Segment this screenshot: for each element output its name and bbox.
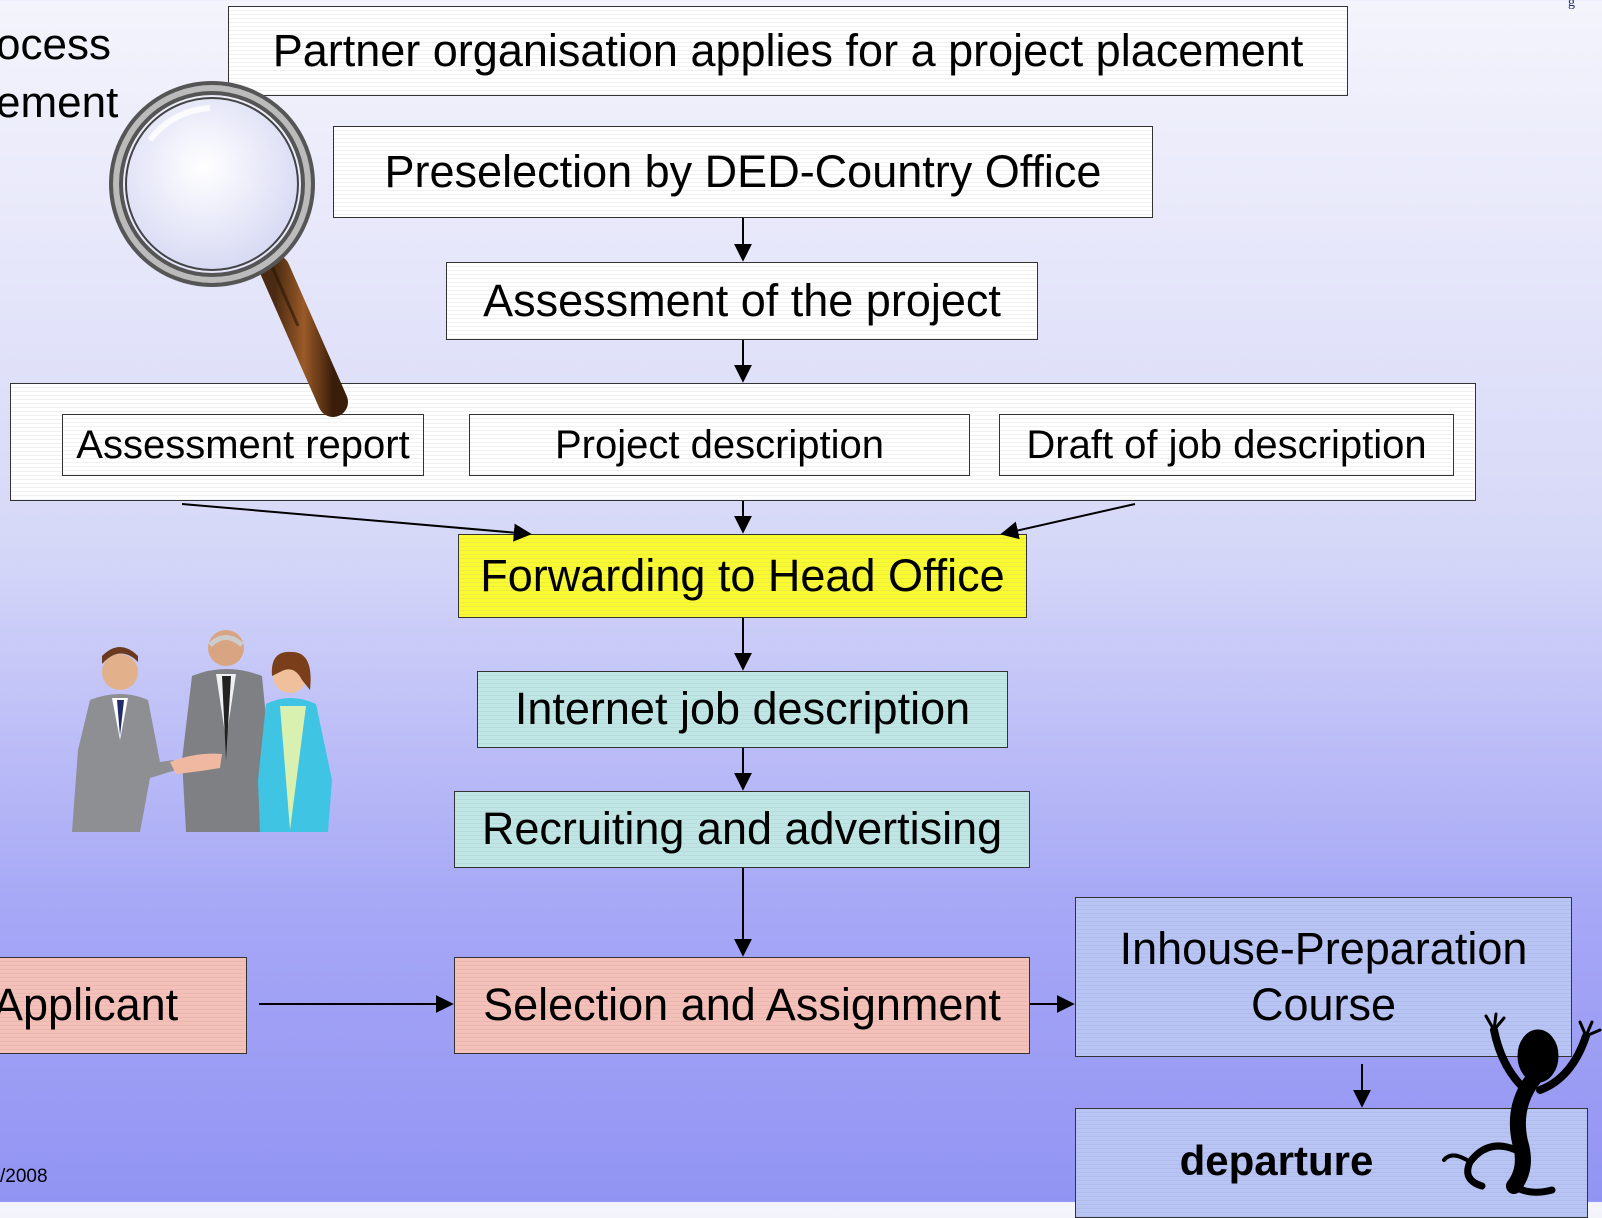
step-forwarding: Forwarding to Head Office <box>458 534 1027 618</box>
step-assessment: Assessment of the project <box>446 262 1038 340</box>
arrow-report-forwarding <box>181 503 532 542</box>
partial-title-line2: ement <box>0 78 119 127</box>
step-internet-job: Internet job description <box>477 671 1008 748</box>
running-figure-icon <box>1442 1012 1602 1196</box>
footer-date: /2008 <box>0 1166 48 1187</box>
step-preselection: Preselection by DED-Country Office <box>333 126 1153 218</box>
output-assessment-report: Assessment report <box>62 414 424 476</box>
step-selection: Selection and Assignment <box>454 957 1030 1054</box>
step-inhouse: Inhouse-Preparation Course <box>1075 897 1572 1057</box>
partial-title-line1: ocess <box>0 20 111 69</box>
business-people-icon <box>72 630 332 832</box>
step-applicant: Applicant <box>0 957 247 1054</box>
step-partner-applies: Partner organisation applies for a proje… <box>228 6 1348 96</box>
output-project-description: Project description <box>469 414 970 476</box>
output-draft-job-description: Draft of job description <box>999 414 1454 476</box>
departure-label: departure <box>1179 1137 1374 1184</box>
step-recruiting: Recruiting and advertising <box>454 791 1030 868</box>
step-departure: departure <box>1075 1108 1588 1218</box>
arrow-draft-forwarding <box>1000 503 1136 540</box>
magnifier-icon <box>109 81 348 417</box>
corner-mark: g <box>1568 0 1575 10</box>
partial-title: ocess ement <box>0 16 118 132</box>
